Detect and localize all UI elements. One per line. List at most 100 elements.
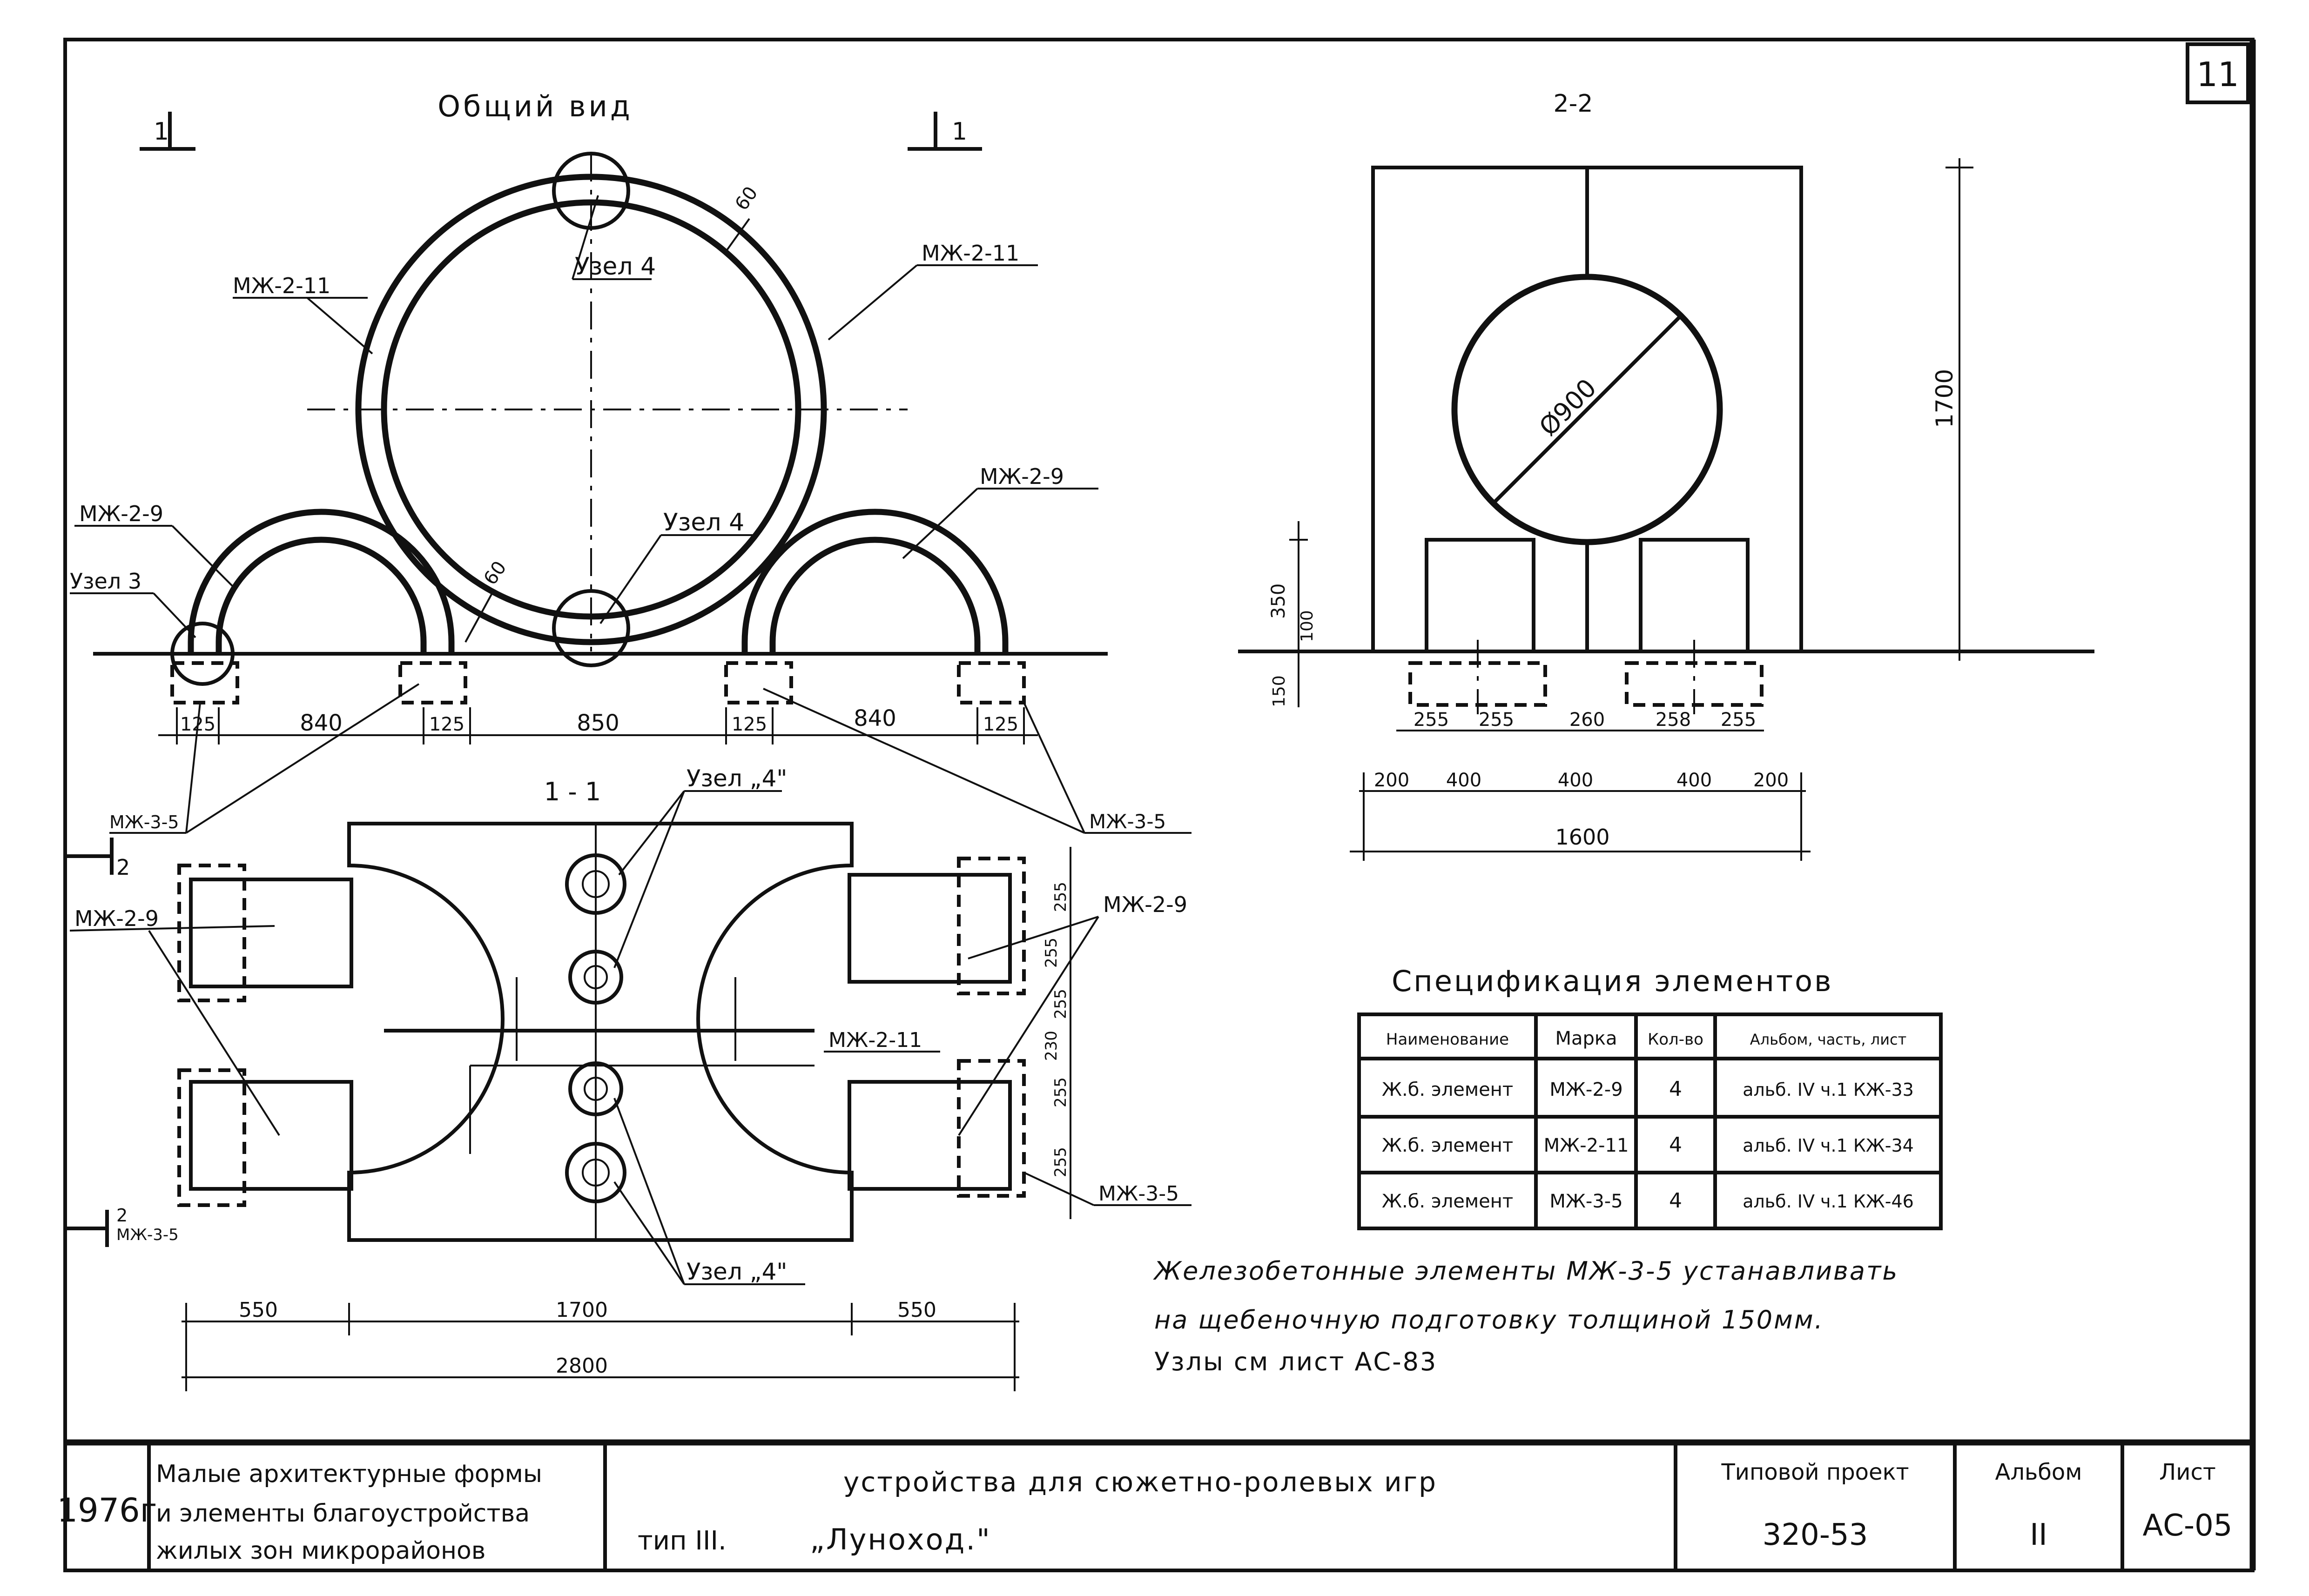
label-mzh-2-9-left: МЖ-2-9 <box>79 501 163 526</box>
svg-text:400: 400 <box>1676 770 1712 791</box>
svg-text:255: 255 <box>1051 1147 1070 1177</box>
title-album-value: II <box>2030 1518 2047 1552</box>
label-node4-top: Узел 4 <box>575 253 656 281</box>
label-1-1-mzh-2-9-right: МЖ-2-9 <box>1103 892 1187 917</box>
svg-text:125: 125 <box>732 714 767 735</box>
label-node4-bottom: Узел 4 <box>663 509 744 536</box>
label-1-1-mzh-3-5-right-top: МЖ-3-5 <box>1089 810 1166 833</box>
svg-text:840: 840 <box>300 710 343 736</box>
sphere-circle <box>1451 274 1723 545</box>
general-view-title: Общий вид <box>438 89 633 123</box>
svg-text:125: 125 <box>983 714 1018 735</box>
node-circles-plan <box>565 853 626 1203</box>
svg-text:255: 255 <box>1051 1077 1070 1107</box>
spec-header-qty: Кол-во <box>1648 1030 1703 1049</box>
svg-text:1: 1 <box>154 118 169 146</box>
svg-text:2800: 2800 <box>556 1354 608 1378</box>
svg-text:350: 350 <box>1268 583 1289 619</box>
svg-text:550: 550 <box>239 1298 278 1322</box>
spec-cell: Ж.б. элемент <box>1382 1135 1513 1156</box>
spec-title: Спецификация элементов <box>1392 964 1833 998</box>
spec-header-album: Альбом, часть, лист <box>1750 1031 1906 1048</box>
title-sheet-label: Лист <box>2159 1459 2216 1485</box>
spec-cell: альб. IV ч.1 КЖ-34 <box>1743 1135 1914 1156</box>
dim-wall-top: 60 <box>731 183 762 215</box>
spec-cell: МЖ-3-5 <box>1549 1191 1622 1212</box>
spec-cell: 4 <box>1669 1189 1682 1213</box>
label-1-1-mzh-3-5-right-bottom: МЖ-3-5 <box>1098 1182 1179 1206</box>
spec-header-mark: Марка <box>1555 1028 1617 1049</box>
footings-general <box>170 661 1026 704</box>
spec-cell: альб. IV ч.1 КЖ-46 <box>1743 1191 1914 1212</box>
node4-bottom-circle <box>552 589 630 667</box>
svg-text:150: 150 <box>1270 675 1289 707</box>
label-1-1-mzh-2-9-left: МЖ-2-9 <box>74 906 159 931</box>
spec-table: Спецификация элементов Наименование Марк… <box>1357 964 1943 1230</box>
label-1-1-node4-top: Узел „4" <box>687 765 787 792</box>
label-1-1-mzh-2-11: МЖ-2-11 <box>828 1028 922 1052</box>
svg-text:1600: 1600 <box>1555 825 1609 850</box>
section-mark-2-bottom: 2 <box>116 1205 128 1226</box>
notes: Железобетонные элементы МЖ-3-5 устанавли… <box>1153 1256 1898 1376</box>
label-mzh-2-11-right: МЖ-2-11 <box>922 241 1019 266</box>
svg-text:255: 255 <box>1051 882 1070 912</box>
section-2-2: 2-2 Ø900 1700 350 100 150 255 255 260 25… <box>1238 90 2094 861</box>
arm-right-top <box>848 873 1012 984</box>
section-2-2-title: 2-2 <box>1554 90 1593 118</box>
svg-text:255: 255 <box>1721 709 1756 731</box>
title-org-line: Малые архитектурные формы <box>156 1460 542 1488</box>
label-1-1-mzh-3-5-left-bottom: МЖ-3-5 <box>116 1226 179 1244</box>
title-type: тип III. <box>638 1526 727 1556</box>
svg-text:260: 260 <box>1569 709 1605 731</box>
ring-mzh-2-11 <box>307 154 908 651</box>
svg-text:100: 100 <box>1298 610 1317 642</box>
arm-left-top <box>189 878 353 988</box>
title-sheet-value: АС-05 <box>2143 1509 2233 1543</box>
svg-text:400: 400 <box>1558 770 1593 791</box>
section-1-1-title: 1 - 1 <box>544 777 601 806</box>
title-org-line: жилых зон микрорайонов <box>156 1537 485 1565</box>
section-mark-2-top: 2 <box>116 855 130 880</box>
svg-text:1700: 1700 <box>556 1298 608 1322</box>
sheet-corner-number: 11 <box>2196 55 2239 94</box>
spec-cell: Ж.б. элемент <box>1382 1191 1513 1212</box>
label-mzh-2-9-right: МЖ-2-9 <box>980 464 1064 489</box>
label-node3: Узел 3 <box>70 569 141 594</box>
svg-text:1: 1 <box>952 118 967 146</box>
label-mzh-2-11-left: МЖ-2-11 <box>233 273 330 298</box>
title-project-value: 320-53 <box>1763 1518 1868 1552</box>
svg-text:840: 840 <box>854 705 896 731</box>
arch-left-mzh-2-9 <box>188 509 455 654</box>
svg-text:255: 255 <box>1042 938 1061 968</box>
svg-text:258: 258 <box>1656 709 1691 731</box>
spec-cell: альб. IV ч.1 КЖ-33 <box>1743 1080 1914 1100</box>
section-1-1: 1 - 1 Узел „4" Узел „4" <box>65 683 1192 1391</box>
title-main: устройства для сюжетно-ролевых игр <box>843 1466 1437 1498</box>
svg-text:850: 850 <box>577 710 619 736</box>
section-mark-left: 1 <box>140 112 195 151</box>
arm-right-bottom <box>848 1080 1012 1191</box>
corner-number-box: 11 <box>2186 42 2250 104</box>
note-line: Железобетонные элементы МЖ-3-5 устанавли… <box>1153 1256 1898 1286</box>
title-org-line: и элементы благоустройства <box>156 1500 530 1528</box>
svg-text:255: 255 <box>1479 709 1514 731</box>
spec-cell: МЖ-2-11 <box>1544 1135 1629 1156</box>
arm-left-bottom <box>189 1080 353 1191</box>
note-line: на щебеночную подготовку толщиной 150мм. <box>1154 1305 1824 1334</box>
spec-cell: 4 <box>1669 1077 1682 1101</box>
svg-text:400: 400 <box>1446 770 1481 791</box>
svg-text:550: 550 <box>897 1298 936 1322</box>
spec-cell: Ж.б. элемент <box>1382 1079 1513 1100</box>
title-block: 1976г Малые архитектурные формы и элемен… <box>57 1442 2233 1570</box>
spec-cell: 4 <box>1669 1133 1682 1157</box>
svg-text:200: 200 <box>1374 770 1409 791</box>
sheet-frame <box>63 38 2256 1572</box>
plan-main-body <box>347 822 854 1242</box>
title-album-label: Альбом <box>1995 1459 2082 1485</box>
svg-text:200: 200 <box>1753 770 1789 791</box>
dim-chain-general <box>158 707 1038 744</box>
section-mark-right: 1 <box>908 112 982 151</box>
spec-cell: МЖ-2-9 <box>1549 1079 1622 1100</box>
svg-text:255: 255 <box>1051 989 1070 1019</box>
